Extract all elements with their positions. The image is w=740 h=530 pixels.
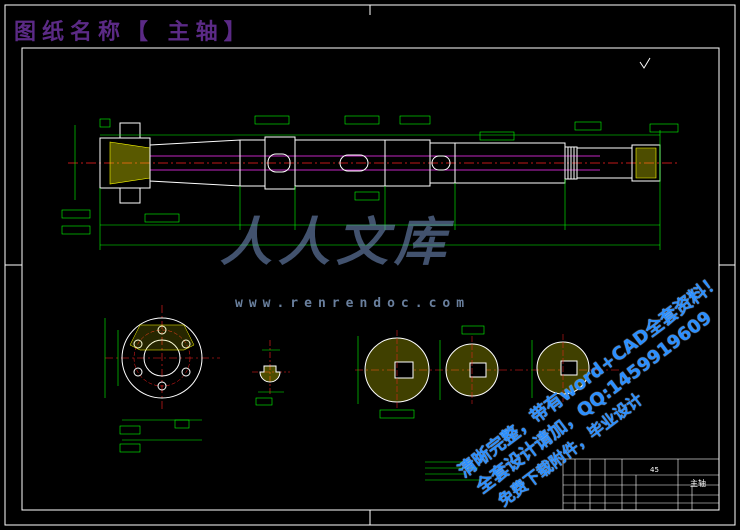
technical-notes <box>425 461 480 481</box>
right-end-hatch <box>635 147 657 179</box>
brand-watermark: 人人文库 <box>220 213 453 273</box>
left-flange-top-lug <box>119 122 141 139</box>
section-views <box>355 325 620 419</box>
left-flange-bottom-lug <box>119 187 141 204</box>
main-dimensions <box>61 115 679 250</box>
title-block-part-name: 主轴 <box>690 479 706 488</box>
keyway-1 <box>267 153 291 173</box>
keyway-2 <box>339 154 369 172</box>
roughness-note <box>639 57 651 69</box>
flange-end-view <box>104 305 220 453</box>
drawing-title: 图纸名称【 主轴】 <box>14 20 252 45</box>
left-taper-hatch <box>109 141 151 185</box>
key-detail-view <box>252 340 290 406</box>
inner-border <box>21 47 720 511</box>
keyway-3 <box>431 155 451 171</box>
title-block-material: 45 <box>650 466 659 474</box>
title-block <box>562 458 720 511</box>
shaft-main-view <box>68 122 680 204</box>
url-watermark: www.renrendoc.com <box>235 296 471 311</box>
